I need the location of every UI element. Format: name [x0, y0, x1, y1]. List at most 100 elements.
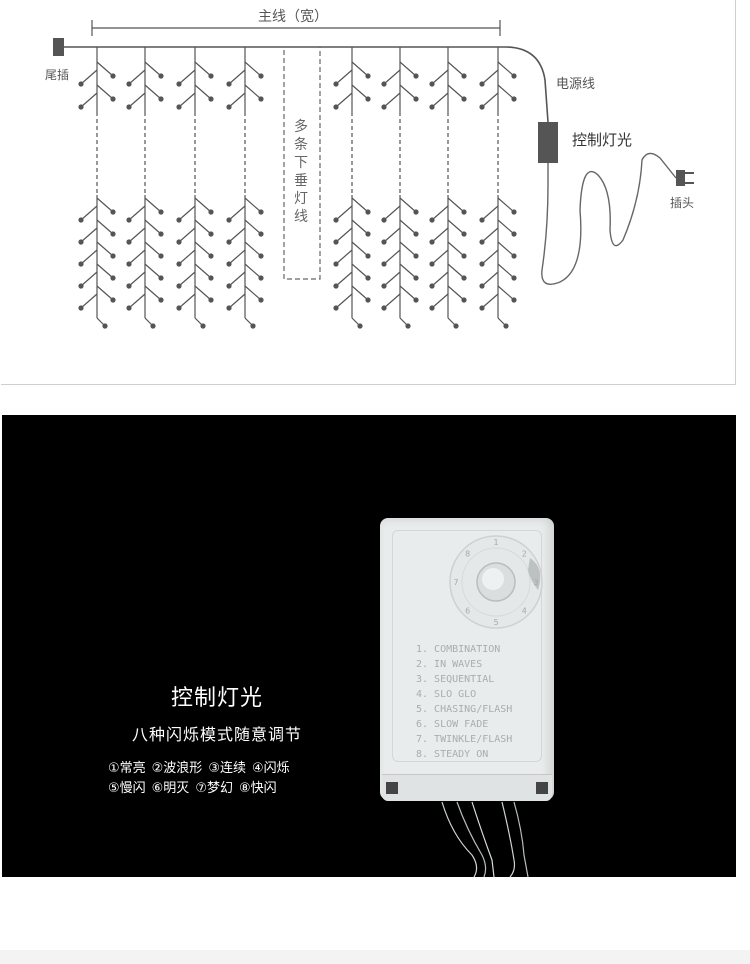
bulb-2-9 [176, 261, 182, 267]
main-line-label: 主线（宽） [258, 9, 328, 25]
controller-mode-2: 2. IN WAVES [416, 659, 483, 670]
bulb-4-2 [365, 96, 371, 102]
bulb-branch-7-2 [497, 84, 515, 100]
bulb-branch-6-12 [447, 285, 465, 301]
wiring-diagram [53, 20, 694, 329]
bulb-5-0 [413, 73, 419, 79]
bulb-branch-1-11 [128, 271, 146, 287]
right-clip-icon [536, 782, 548, 794]
bulb-branch-4-8 [351, 241, 369, 257]
bulb-7-10 [511, 275, 517, 281]
wire-2 [456, 801, 487, 877]
bulb-branch-7-11 [481, 271, 499, 287]
bulb-5-10 [413, 275, 419, 281]
strands-label-box [283, 46, 321, 280]
controller-mode-6: 6. SLOW FADE [416, 719, 489, 730]
bulb-branch-1-12 [144, 285, 162, 301]
bulb-branch-3-10 [244, 263, 262, 279]
bulb-branch-6-11 [431, 271, 449, 287]
bulb-2-3 [176, 104, 182, 110]
bulb-branch-0-6 [96, 219, 114, 235]
strands-label: 多条下垂灯线 [294, 119, 308, 225]
bulb-7-3 [479, 104, 485, 110]
bulb-branch-0-3 [80, 92, 98, 108]
bulb-branch-3-3 [228, 92, 246, 108]
bulb-branch-7-1 [481, 69, 499, 85]
bulb-3-0 [258, 73, 264, 79]
bulb-branch-2-8 [194, 241, 212, 257]
bulb-5-6 [413, 231, 419, 237]
controller-mode-3: 3. SEQUENTIAL [416, 674, 495, 685]
photo-subtitle: 八种闪烁模式随意调节 [131, 725, 302, 744]
bulb-end-3 [250, 323, 256, 329]
flash-mode-1: ①常亮 [108, 761, 146, 776]
bulb-0-9 [78, 261, 84, 267]
bulb-4-0 [365, 73, 371, 79]
flash-mode-4: ④闪烁 [251, 761, 290, 776]
bulb-branch-7-7 [481, 227, 499, 243]
bulb-1-0 [158, 73, 164, 79]
bulb-branch-1-4 [144, 197, 162, 213]
bulb-branch-7-12 [497, 285, 515, 301]
bulb-branch-1-1 [128, 69, 146, 85]
bulb-branch-1-2 [144, 84, 162, 100]
bulb-branch-7-6 [497, 219, 515, 235]
bulb-0-2 [110, 96, 116, 102]
bulb-5-7 [381, 239, 387, 245]
bulb-0-6 [110, 231, 116, 237]
bulb-branch-2-11 [178, 271, 196, 287]
bulb-branch-4-4 [351, 197, 369, 213]
bulb-5-1 [381, 81, 387, 87]
bulb-branch-2-7 [178, 227, 196, 243]
bulb-branch-4-5 [335, 205, 353, 221]
bulb-end-1 [150, 323, 156, 329]
bulb-3-1 [226, 81, 232, 87]
bulb-3-7 [226, 239, 232, 245]
main-line [64, 46, 549, 123]
bulb-branch-3-1 [228, 69, 246, 85]
bulb-branch-7-13 [481, 293, 499, 309]
bulb-4-10 [365, 275, 371, 281]
bulb-branch-5-11 [383, 271, 401, 287]
bulb-2-11 [176, 283, 182, 289]
bulb-2-1 [176, 81, 182, 87]
power-cord-label: 电源线 [556, 77, 596, 92]
bulb-branch-3-0 [244, 61, 262, 77]
bulb-branch-1-6 [144, 219, 162, 235]
bulb-3-11 [226, 283, 232, 289]
bulb-branch-5-4 [399, 197, 417, 213]
bulb-4-8 [365, 253, 371, 259]
bulb-2-4 [208, 209, 214, 215]
bulb-1-11 [126, 283, 132, 289]
bulb-4-7 [333, 239, 339, 245]
bulb-branch-4-9 [335, 249, 353, 265]
bulb-4-11 [333, 283, 339, 289]
bulb-branch-5-3 [383, 92, 401, 108]
flash-mode-4: ⑧快闪 [238, 781, 277, 796]
bulb-branch-5-2 [399, 84, 417, 100]
bulb-branch-3-4 [244, 197, 262, 213]
bulb-branch-5-6 [399, 219, 417, 235]
bulb-branch-5-8 [399, 241, 417, 257]
bulb-6-4 [461, 209, 467, 215]
bulb-branch-2-1 [178, 69, 196, 85]
bulb-2-10 [208, 275, 214, 281]
left-clip-icon [386, 782, 398, 794]
bulb-end-5 [405, 323, 411, 329]
bulb-4-6 [365, 231, 371, 237]
bulb-branch-2-5 [178, 205, 196, 221]
bulb-6-12 [461, 297, 467, 303]
bulb-1-2 [158, 96, 164, 102]
bulb-branch-6-9 [431, 249, 449, 265]
bulb-6-2 [461, 96, 467, 102]
bulb-branch-3-8 [244, 241, 262, 257]
mode-button-highlight [482, 568, 504, 590]
bulb-6-3 [429, 104, 435, 110]
flash-mode-3: ③连续 [208, 761, 246, 776]
bulb-branch-5-12 [399, 285, 417, 301]
bulb-2-12 [208, 297, 214, 303]
bulb-0-8 [110, 253, 116, 259]
bulb-0-4 [110, 209, 116, 215]
